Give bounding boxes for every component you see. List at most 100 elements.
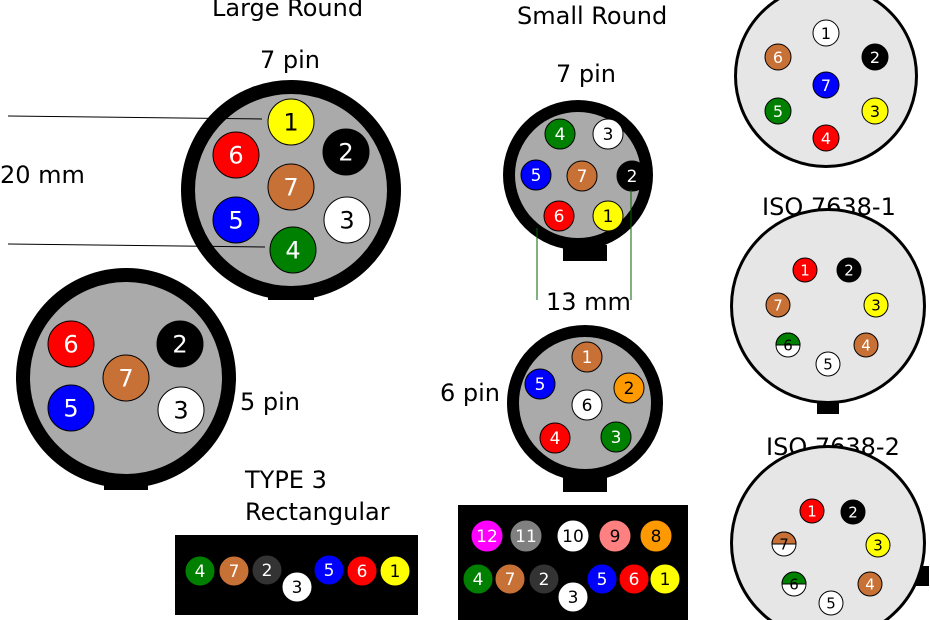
pin-label-6: 6 (629, 570, 640, 590)
pin-4 (539, 422, 571, 454)
pin-2 (840, 499, 866, 525)
pin-4 (853, 332, 879, 358)
heading-large-round: Large Round (212, 0, 364, 22)
pin-label-2: 2 (624, 379, 635, 399)
pin-label-1: 1 (821, 24, 831, 43)
pin-label-6: 6 (63, 331, 78, 359)
pin-label-4: 4 (285, 237, 300, 265)
pin-1 (812, 19, 840, 47)
pin-label-6: 6 (582, 396, 593, 416)
pin-label-7: 7 (821, 76, 831, 95)
pin-label-6: 6 (357, 562, 368, 582)
pin-3 (557, 581, 589, 613)
pin-6 (618, 563, 650, 595)
pin-label-1: 1 (807, 502, 817, 520)
pin-7-fill (771, 531, 797, 545)
pin-11 (509, 519, 543, 553)
pin-2 (156, 320, 204, 368)
pin-6-fill (775, 332, 801, 346)
pin-4 (544, 118, 576, 150)
pin-label-7: 7 (779, 535, 789, 553)
pin-5 (313, 554, 345, 586)
pin-label-5: 5 (531, 166, 542, 186)
pin-10 (556, 519, 590, 553)
pin-label-5: 5 (63, 395, 78, 423)
pin-6 (212, 131, 260, 179)
pin-3 (592, 118, 624, 150)
pin-label-1: 1 (660, 570, 671, 590)
pin-2 (322, 128, 370, 176)
pin-label-5: 5 (228, 207, 243, 235)
pin-label-5: 5 (597, 570, 608, 590)
label-5pin: 5 pin (240, 388, 301, 416)
heading-rectangular: Rectangular (245, 498, 390, 526)
pin-label-10: 10 (562, 527, 584, 547)
pin-label-3: 3 (603, 125, 614, 145)
pin-2 (528, 563, 560, 595)
pin-label-4: 4 (195, 562, 206, 582)
pin-2 (836, 257, 862, 283)
pin-3 (600, 421, 632, 453)
pin-4 (269, 226, 317, 274)
pin-label-3: 3 (611, 428, 622, 448)
pin-label-1: 1 (582, 348, 593, 368)
pin-label-4: 4 (821, 129, 831, 148)
pin-9 (598, 519, 632, 553)
pin-1 (267, 98, 315, 146)
pin-label-11: 11 (515, 527, 537, 547)
pin-label-4: 4 (550, 429, 561, 449)
pin-1 (649, 563, 681, 595)
pin-7 (765, 292, 791, 318)
pin-label-5: 5 (826, 594, 836, 612)
pin-label-9: 9 (610, 527, 621, 547)
pin-2 (613, 372, 645, 404)
pin-5 (47, 384, 95, 432)
pin-label-6: 6 (783, 336, 793, 354)
pin-label-7: 7 (118, 365, 133, 393)
pin-12 (470, 519, 504, 553)
pin-7 (102, 354, 150, 402)
pin-1 (592, 200, 624, 232)
small-6pin-plug: 1 5 2 6 4 3 (507, 325, 663, 492)
pin-label-2: 2 (338, 139, 353, 167)
pin-label-7: 7 (283, 174, 298, 202)
pin-label-4: 4 (865, 575, 875, 593)
pin-5 (520, 159, 552, 191)
pin-6 (346, 555, 378, 587)
pin-5 (212, 196, 260, 244)
pin-4 (462, 563, 494, 595)
pin-label-7: 7 (773, 296, 783, 314)
pin-label-6: 6 (554, 207, 565, 227)
pin-2 (861, 43, 889, 71)
pin-5 (524, 368, 556, 400)
pin-label-7: 7 (577, 167, 588, 187)
pin-label-4: 4 (861, 336, 871, 354)
pin-label-5: 5 (535, 375, 546, 395)
pin-1 (792, 257, 818, 283)
pin-1 (571, 341, 603, 373)
pin-7 (218, 555, 250, 587)
pin-7 (566, 160, 598, 192)
label-large-7pin: 7 pin (260, 46, 321, 74)
pin-4 (857, 571, 883, 597)
pin-3 (281, 571, 313, 603)
pin-3 (157, 386, 205, 434)
pin-label-2: 2 (539, 570, 550, 590)
pin-3 (865, 532, 891, 558)
pin-label-12: 12 (476, 527, 498, 547)
pin-2 (616, 160, 648, 192)
pin-2 (251, 554, 283, 586)
pin-label-4: 4 (473, 570, 484, 590)
label-13mm: 13 mm (546, 288, 631, 316)
pin-label-1: 1 (283, 109, 298, 137)
pin-label-6: 6 (228, 142, 243, 170)
pin-label-3: 3 (870, 102, 880, 121)
pin-4 (812, 124, 840, 152)
